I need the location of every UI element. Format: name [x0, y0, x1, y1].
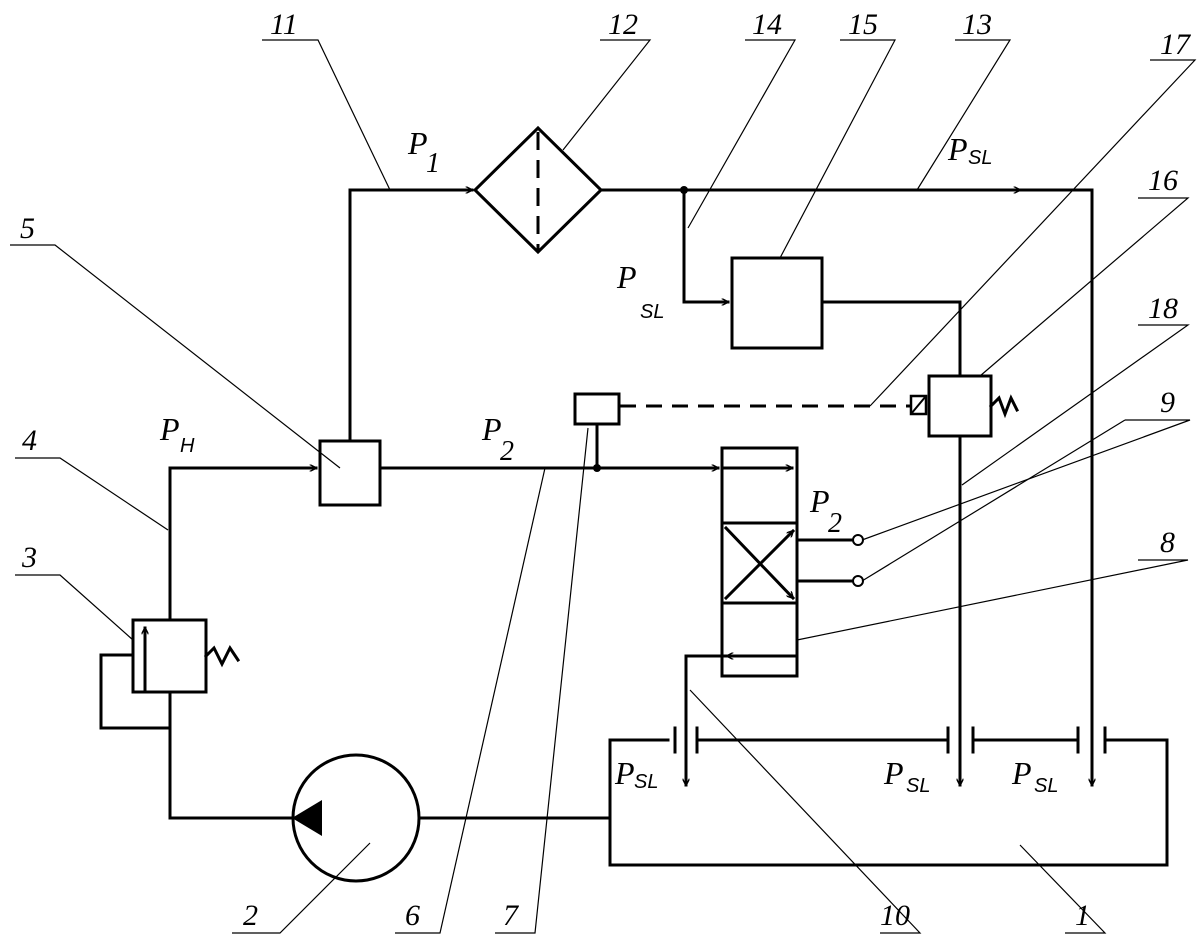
flow-divider	[318, 439, 382, 507]
label-3: 3	[21, 541, 37, 574]
label-p1: P 1	[407, 125, 440, 179]
svg-text:P: P	[614, 755, 635, 791]
svg-text:2: 2	[500, 436, 514, 467]
label-psl-top: P SL	[947, 131, 992, 169]
label-6: 6	[405, 899, 420, 932]
svg-text:SL: SL	[1034, 775, 1058, 797]
label-18: 18	[1148, 292, 1178, 325]
line-p1	[348, 190, 474, 443]
pump	[168, 690, 612, 883]
label-p2-line: P 2	[481, 411, 514, 467]
line-15-16	[820, 300, 962, 378]
unit-15	[730, 256, 824, 350]
label-4: 4	[22, 424, 37, 457]
label-7: 7	[503, 899, 520, 932]
svg-text:P: P	[809, 483, 830, 519]
label-psl-drain: P SL	[614, 755, 658, 793]
svg-text:SL: SL	[640, 301, 664, 323]
label-ph: P H	[159, 411, 195, 457]
svg-text:P: P	[159, 411, 180, 447]
return-line-13	[599, 188, 1092, 787]
label-1: 1	[1075, 899, 1090, 932]
svg-text:SL: SL	[634, 771, 658, 793]
label-10: 10	[880, 899, 910, 932]
label-17: 17	[1160, 28, 1192, 61]
branch-line-14	[682, 188, 730, 302]
label-9: 9	[1160, 386, 1175, 419]
sensor-7	[573, 392, 621, 426]
label-8: 8	[1160, 526, 1175, 559]
svg-text:P: P	[481, 411, 502, 447]
label-p2-valve: P 2	[809, 483, 842, 539]
label-psl-branch: P SL	[616, 259, 664, 323]
filter	[472, 125, 604, 255]
label-12: 12	[608, 8, 638, 41]
valve-16	[909, 374, 1020, 787]
svg-text:SL: SL	[968, 147, 992, 169]
output-port-icon	[852, 534, 864, 546]
svg-text:1: 1	[426, 148, 440, 179]
svg-text:P: P	[1011, 755, 1032, 791]
svg-text:P: P	[883, 755, 904, 791]
relief-valve	[99, 618, 241, 730]
label-14: 14	[752, 8, 782, 41]
label-16: 16	[1148, 164, 1178, 197]
part-number-labels: 11 12 14 15 13 17 16 18 9 8 5 4 3 2 6 7 …	[20, 8, 1192, 932]
drain-line-10	[686, 654, 729, 787]
svg-text:2: 2	[828, 508, 842, 539]
pressure-labels: P 1 P H P 2 P 2 P SL P SL P SL P SL	[159, 125, 1058, 797]
label-5: 5	[20, 212, 35, 245]
svg-text:P: P	[947, 131, 968, 167]
label-11: 11	[270, 8, 298, 41]
label-13: 13	[962, 8, 992, 41]
pump-triangle-icon	[292, 800, 322, 836]
output-port-icon	[852, 575, 864, 587]
label-psl-13: P SL	[1011, 755, 1058, 797]
svg-text:P: P	[407, 125, 428, 161]
label-psl-16: P SL	[883, 755, 930, 797]
distributor-valve-8	[720, 446, 799, 678]
outputs-9	[795, 534, 864, 587]
tank	[608, 726, 1169, 867]
svg-text:P: P	[616, 259, 637, 295]
svg-text:SL: SL	[906, 775, 930, 797]
svg-text:H: H	[180, 435, 195, 457]
pressure-line-ph	[168, 468, 318, 622]
leader-lines	[10, 39, 1197, 934]
label-15: 15	[848, 8, 878, 41]
label-2: 2	[243, 899, 258, 932]
